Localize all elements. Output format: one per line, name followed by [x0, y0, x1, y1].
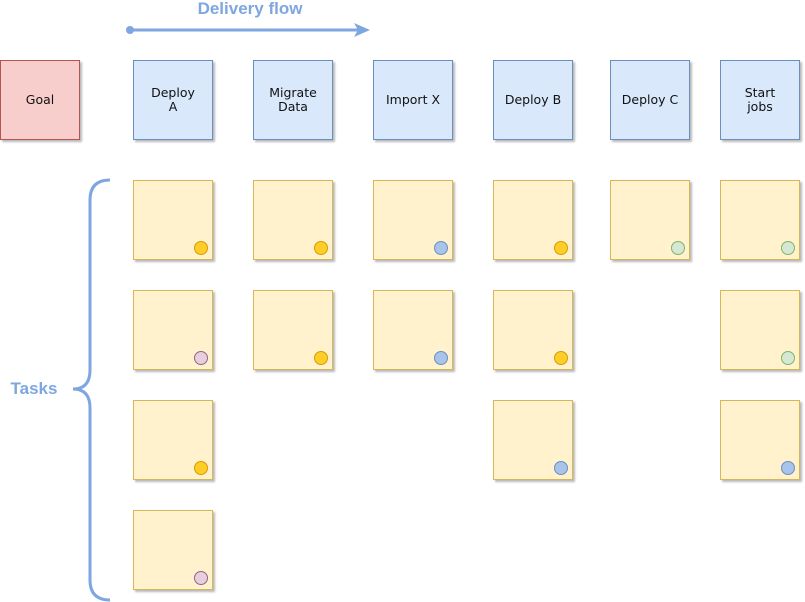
- task-tag-dot-orange: [194, 241, 208, 255]
- delivery-flow-arrow: [126, 23, 370, 37]
- task-card: [493, 290, 573, 370]
- tasks-brace: [72, 178, 111, 602]
- task-tag-dot-purple: [194, 351, 208, 365]
- task-tag-dot-green: [671, 241, 685, 255]
- column-header: Deploy B: [493, 60, 573, 140]
- task-card: [720, 400, 800, 480]
- task-card: [720, 290, 800, 370]
- task-tag-dot-orange: [554, 241, 568, 255]
- task-tag-dot-blue: [434, 351, 448, 365]
- task-card: [373, 290, 453, 370]
- task-tag-dot-blue: [781, 461, 795, 475]
- column-header: Import X: [373, 60, 453, 140]
- task-tag-dot-purple: [194, 571, 208, 585]
- task-tag-dot-blue: [434, 241, 448, 255]
- column-header: Deploy A: [133, 60, 213, 140]
- task-card: [373, 180, 453, 260]
- column-header: Start jobs: [720, 60, 800, 140]
- task-tag-dot-orange: [194, 461, 208, 475]
- task-tag-dot-orange: [554, 351, 568, 365]
- column-header: Migrate Data: [253, 60, 333, 140]
- task-card: [493, 180, 573, 260]
- task-card: [133, 510, 213, 590]
- task-tag-dot-green: [781, 351, 795, 365]
- column-header: Deploy C: [610, 60, 690, 140]
- diagram-title: Delivery flow: [197, 0, 303, 18]
- goal-card: Goal: [0, 60, 80, 140]
- task-card: [253, 290, 333, 370]
- task-tag-dot-orange: [314, 351, 328, 365]
- tasks-label: Tasks: [10, 379, 58, 398]
- task-card: [133, 180, 213, 260]
- task-tag-dot-green: [781, 241, 795, 255]
- task-card: [610, 180, 690, 260]
- task-card: [253, 180, 333, 260]
- task-tag-dot-blue: [554, 461, 568, 475]
- task-card: [133, 400, 213, 480]
- task-tag-dot-orange: [314, 241, 328, 255]
- task-card: [493, 400, 573, 480]
- task-card: [133, 290, 213, 370]
- task-card: [720, 180, 800, 260]
